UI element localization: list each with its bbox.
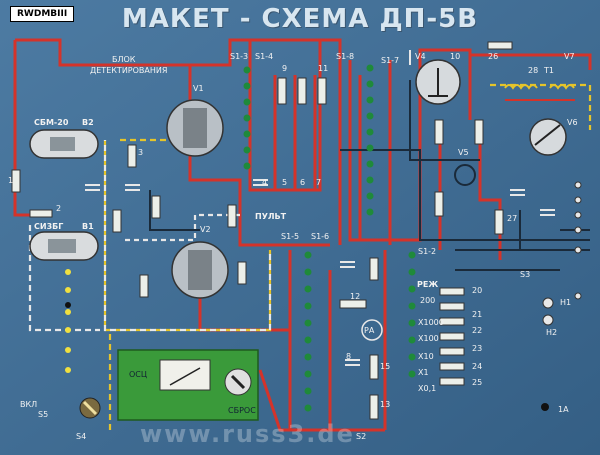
label-x100: X100 xyxy=(418,334,439,343)
label-x10: X10 xyxy=(418,352,434,361)
label-s1-4: S1-4 xyxy=(255,52,274,61)
label-n26: 26 xyxy=(488,52,499,61)
label-n12: 12 xyxy=(350,292,361,301)
lamp-h2 xyxy=(542,314,554,326)
label-n28: 28 xyxy=(528,66,539,75)
label-n4: 4 xyxy=(262,178,268,187)
label-n25: 25 xyxy=(472,378,483,387)
label-fuse-1a: 1А xyxy=(558,405,569,414)
switch-pins xyxy=(243,64,416,412)
label-s1-2: S1-2 xyxy=(418,247,437,256)
lamp-h1 xyxy=(542,297,554,309)
dark-wiring xyxy=(149,80,590,271)
label-block-det-1: БЛОК xyxy=(112,55,136,64)
label-vkl: ВКЛ xyxy=(20,400,38,409)
fuse-1a xyxy=(541,403,549,411)
label-h2: H2 xyxy=(546,328,558,337)
label-s5: S5 xyxy=(38,410,49,419)
label-pex: РЕЖ xyxy=(417,280,439,289)
label-v6: V6 xyxy=(567,118,578,127)
label-n23: 23 xyxy=(472,344,483,353)
range-switch xyxy=(79,397,101,419)
label-s3: S3 xyxy=(520,270,531,279)
label-x01: X0,1 xyxy=(418,384,437,393)
label-s1-7: S1-7 xyxy=(381,56,400,65)
label-pa: РА xyxy=(364,326,375,335)
indicator-lamps xyxy=(65,269,71,373)
label-s1-8: S1-8 xyxy=(336,52,355,61)
resistors xyxy=(11,41,513,420)
label-x1000: X1000 xyxy=(418,318,444,327)
label-osc: ОСЦ xyxy=(129,370,148,379)
label-s1-5: S1-5 xyxy=(281,232,300,241)
output-terminals xyxy=(574,181,582,300)
watermark: www.russ3.de xyxy=(140,420,355,448)
label-b2: В2 xyxy=(82,118,94,127)
label-v1: V1 xyxy=(193,84,204,93)
label-n21: 21 xyxy=(472,310,483,319)
label-n24: 24 xyxy=(472,362,483,371)
pa-meter-symbol xyxy=(361,319,383,341)
label-n27: 27 xyxy=(507,214,518,223)
geiger-tube-si3bg xyxy=(29,231,99,261)
label-si3bg: СИ3БГ xyxy=(34,222,64,231)
label-s2: S2 xyxy=(356,432,367,441)
label-s1-6: S1-6 xyxy=(311,232,330,241)
label-b1: В1 xyxy=(82,222,94,231)
label-n20: 20 xyxy=(472,286,483,295)
label-n22: 22 xyxy=(472,326,483,335)
label-n15: 15 xyxy=(380,362,391,371)
lamp-off xyxy=(65,302,71,308)
label-n6: 6 xyxy=(300,178,306,187)
tube-v4 xyxy=(415,59,461,105)
transistor-v6 xyxy=(529,118,567,156)
label-n5: 5 xyxy=(282,178,288,187)
board-title: МАКЕТ - СХЕМА ДП-5В xyxy=(121,4,479,34)
label-n1: 1 xyxy=(8,176,14,185)
label-s4: S4 xyxy=(76,432,87,441)
corner-tag: RWDMBIII xyxy=(10,6,75,22)
label-n2: 2 xyxy=(56,204,62,213)
label-n3: 3 xyxy=(138,148,144,157)
transformer-t1 xyxy=(504,84,575,101)
label-h1: H1 xyxy=(560,298,572,307)
label-t1: T1 xyxy=(544,66,554,75)
label-v4: V4 xyxy=(415,52,426,61)
label-200: 200 xyxy=(420,296,436,305)
label-n13: 13 xyxy=(380,400,391,409)
label-n10: 10 xyxy=(450,52,461,61)
label-pult: ПУЛЬТ xyxy=(255,212,287,221)
label-sbm20: СБМ-20 xyxy=(34,118,69,127)
label-block-det-2: ДЕТЕКТИРОВАНИЯ xyxy=(90,66,168,75)
label-v7: V7 xyxy=(564,52,575,61)
label-v5: V5 xyxy=(458,148,469,157)
label-v2: V2 xyxy=(200,225,211,234)
label-n11: 11 xyxy=(318,64,329,73)
neon-v5 xyxy=(454,164,476,186)
label-n8: 8 xyxy=(346,352,352,361)
tube-v2 xyxy=(171,241,229,299)
label-x1: X1 xyxy=(418,368,429,377)
geiger-tube-sbm20 xyxy=(29,129,99,159)
label-n7: 7 xyxy=(316,178,322,187)
capacitors xyxy=(85,50,555,366)
label-sbros: СБРОС xyxy=(228,406,256,415)
tube-v1 xyxy=(166,99,224,157)
label-n9: 9 xyxy=(282,64,288,73)
label-s1-3: S1-3 xyxy=(230,52,249,61)
meter-panel xyxy=(117,349,259,421)
